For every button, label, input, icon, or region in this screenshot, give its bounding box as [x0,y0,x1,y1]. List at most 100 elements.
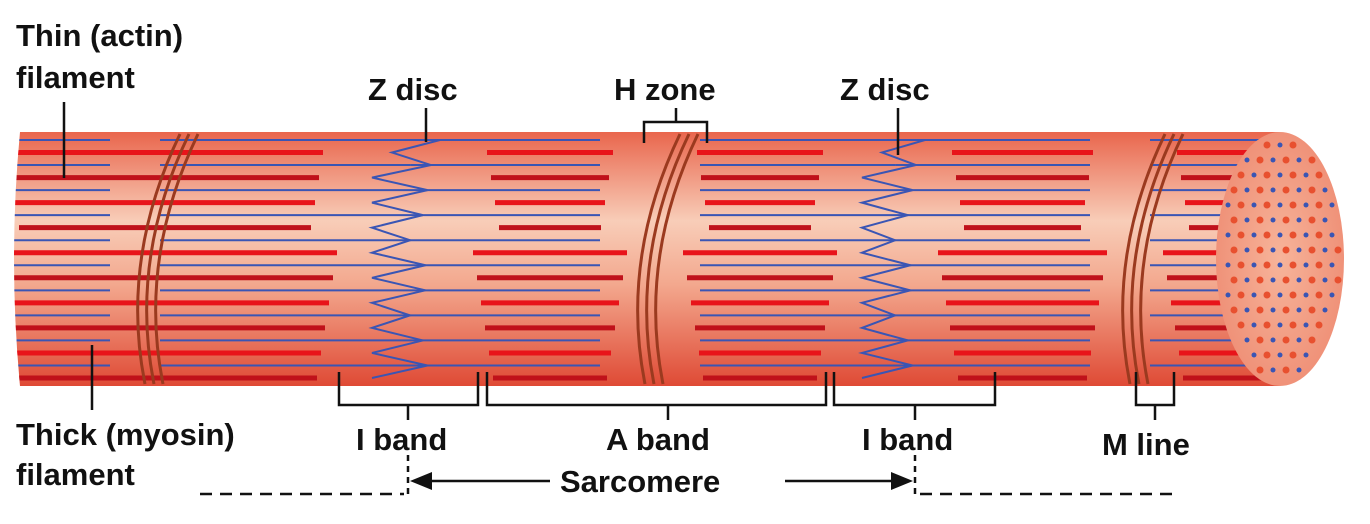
filament-cross-section [1322,307,1328,313]
filament-cross-section [1225,232,1231,238]
filament-cross-section [1230,276,1238,284]
filament-cross-section [1277,172,1283,178]
filament-cross-section [1289,231,1297,239]
z-disc-left-label: Z disc [368,72,458,107]
filament-cross-section [1322,187,1328,193]
filament-cross-section [1303,352,1309,358]
filament-cross-section [1277,292,1283,298]
m-line-group [136,133,1185,385]
filament-cross-section [1270,277,1276,283]
filament-cross-section [1282,156,1290,164]
filament-cross-section [1282,216,1290,224]
filament-cross-section [1256,306,1264,314]
filament-cross-section [1315,291,1323,299]
filament-cross-section [1263,261,1271,269]
i-band-right-bracket [832,372,997,420]
m-line-right [1130,133,1176,385]
filament-cross-section [1244,187,1250,193]
thick-filament-label-1: Thick (myosin) [16,417,235,452]
filament-cross-section [1237,231,1245,239]
filament-cross-section [1237,201,1245,209]
filament-cross-section [1277,262,1283,268]
filament-cross-section [1244,277,1250,283]
filament-cross-section [1225,202,1231,208]
filament-cross-section [1270,337,1276,343]
filament-cross-section [1256,156,1264,164]
filament-cross-section [1277,352,1283,358]
filament-cross-section [1225,292,1231,298]
myofibril-body [14,132,1280,386]
h-zone-label: H zone [614,72,716,107]
filament-cross-section [1237,171,1245,179]
filament-cross-section [1289,141,1297,149]
filament-cross-section [1322,247,1328,253]
filament-cross-section [1237,321,1245,329]
m-line-bracket [1134,372,1176,420]
filament-cross-section [1315,321,1323,329]
filament-cross-section [1289,201,1297,209]
filament-cross-section [1296,217,1302,223]
filament-cross-section [1270,307,1276,313]
filament-cross-section [1237,291,1245,299]
filament-cross-section [1256,186,1264,194]
filament-cross-section [1251,172,1257,178]
filament-cross-section [1308,276,1316,284]
filament-cross-section [1303,262,1309,268]
thin-filament-label-1: Thin (actin) [16,18,183,53]
thick-filament-label-2: filament [16,457,135,492]
filament-cross-section [1256,336,1264,344]
filament-cross-section [1270,187,1276,193]
filament-cross-section [1263,231,1271,239]
filament-cross-section [1308,216,1316,224]
filament-cross-section [1329,292,1335,298]
filament-cross-section [1277,142,1283,148]
filament-cross-section [1303,232,1309,238]
filament-cross-section [1263,201,1271,209]
filament-cross-section [1289,171,1297,179]
z-disc-right [858,139,926,379]
i-band-left-label: I band [356,422,447,457]
filament-cross-section [1244,307,1250,313]
m-line-label: M line [1102,427,1190,462]
filament-cross-section [1263,321,1271,329]
z-disc-left [368,139,441,379]
filament-cross-section [1315,201,1323,209]
filament-cross-section [1303,322,1309,328]
filament-cross-section [1230,246,1238,254]
filament-cross-section [1277,202,1283,208]
filament-cross-section [1251,292,1257,298]
filament-cross-section [1244,337,1250,343]
i-band-right-label: I band [862,422,953,457]
filament-cross-section [1277,232,1283,238]
h-zone-bracket [642,108,709,143]
filament-cross-section [1296,157,1302,163]
filament-cross-section [1263,141,1271,149]
filament-cross-section [1329,262,1335,268]
m-line-right [1121,133,1167,385]
filament-cross-section [1230,216,1238,224]
filament-cross-section [1244,157,1250,163]
filament-cross-section [1308,306,1316,314]
filament-cross-section [1244,247,1250,253]
filament-cross-section [1277,322,1283,328]
filament-cross-section [1256,246,1264,254]
filament-cross-section [1270,367,1276,373]
filament-cross-section [1251,232,1257,238]
cross-section-end [1216,132,1344,386]
filament-cross-section [1270,247,1276,253]
m-line-center [636,133,682,385]
filament-cross-section [1263,351,1271,359]
filament-cross-section [1251,262,1257,268]
filament-cross-section [1282,276,1290,284]
filament-cross-section [1256,366,1264,374]
filament-cross-section [1315,171,1323,179]
filament-group [14,139,1280,381]
a-band-bracket [485,372,828,420]
filament-cross-section [1296,307,1302,313]
filament-cross-section [1251,352,1257,358]
filament-cross-section [1244,217,1250,223]
filament-cross-section [1296,367,1302,373]
filament-cross-section [1308,336,1316,344]
filament-cross-section [1296,187,1302,193]
